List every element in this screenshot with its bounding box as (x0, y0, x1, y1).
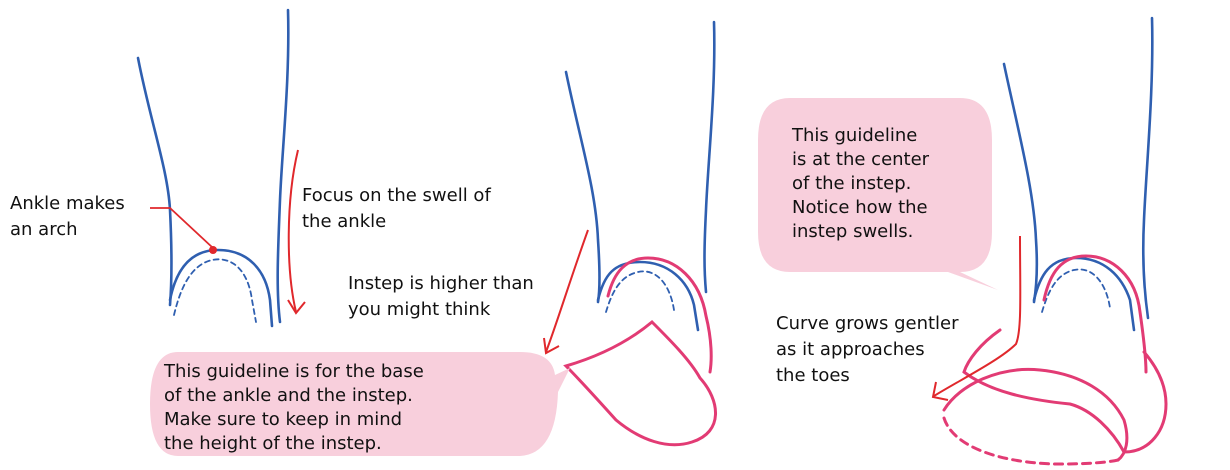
curve-label-line-1: Curve grows gentler (776, 312, 959, 336)
panel-3-bubble-line-1: This guideline (792, 124, 917, 148)
panel-2-instep-arrow (544, 230, 588, 353)
panel-2-foot (566, 258, 716, 445)
ankle-label-line-1: Ankle makes (10, 192, 125, 216)
panel-2-bubble-line-3: Make sure to keep in mind (164, 408, 402, 432)
panel-1-left-leg-line (138, 58, 172, 305)
ankle-label-line-2: an arch (10, 218, 78, 242)
panel-3-toe-dashed (944, 418, 1118, 464)
panel-1-right-leg-line (278, 10, 289, 322)
panel-2-bubble-line-1: This guideline is for the base (164, 360, 424, 384)
panel-3-foot-outline (964, 330, 1166, 452)
instep-label-line-2: you might think (348, 298, 490, 322)
panel-2-right-leg-line (705, 22, 715, 292)
curve-label-line-2: as it approaches (776, 338, 925, 362)
swell-label-line-2: the ankle (302, 210, 386, 234)
panel-2-foot-outline (566, 322, 716, 445)
panel-2-left-leg-line (566, 72, 600, 302)
panel-3-bubble-line-5: instep swells. (792, 220, 913, 244)
panel-2-bubble-line-2: of the ankle and the instep. (164, 384, 413, 408)
panel-2-bubble-line-4: the height of the instep. (164, 432, 382, 456)
panel-3-bubble-line-4: Notice how the (792, 196, 928, 220)
panel-1-ankle-inner-dashed (174, 259, 256, 322)
panel-1-ankle-leader (150, 208, 213, 248)
panel-1-leg (138, 10, 288, 326)
panel-3-foot (944, 256, 1166, 464)
panel-3-right-leg-line (1143, 18, 1152, 318)
swell-label-line-1: Focus on the swell of (302, 184, 491, 208)
panel-1-ankle-arch (170, 250, 272, 326)
curve-label-line-3: the toes (776, 364, 850, 388)
instep-label-line-1: Instep is higher than (348, 272, 534, 296)
panel-3-bubble-line-2: is at the center (792, 148, 929, 172)
panel-3-bubble-line-3: of the instep. (792, 172, 911, 196)
